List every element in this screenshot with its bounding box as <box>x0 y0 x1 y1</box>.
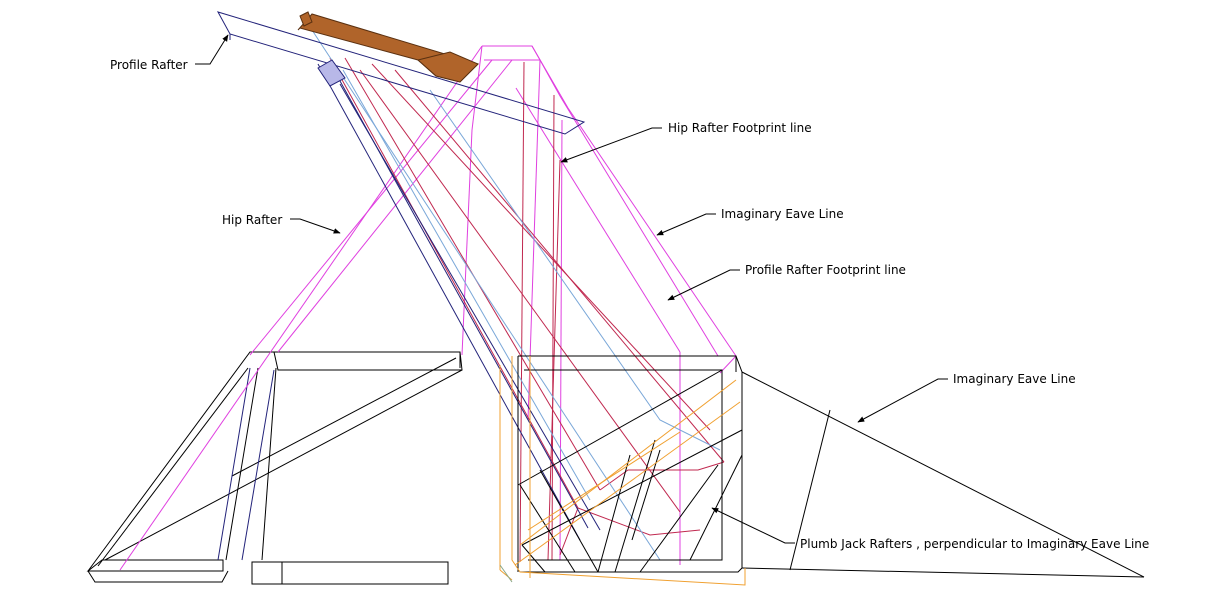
left-wall-frame <box>86 351 463 585</box>
wood-ridge-board <box>297 11 479 83</box>
crimson-lines <box>329 57 725 563</box>
label-profile-rafter-footprint: Profile Rafter Footprint line <box>745 263 906 277</box>
right-box-frame <box>517 355 1145 578</box>
orange-lines <box>499 356 746 586</box>
label-imaginary-eave-lower: Imaginary Eave Line <box>953 372 1076 386</box>
grey-corner-line <box>499 564 513 583</box>
label-profile-rafter: Profile Rafter <box>110 58 188 72</box>
label-imaginary-eave-upper: Imaginary Eave Line <box>721 207 844 221</box>
left-wall-navy <box>217 367 275 561</box>
light-blue-lines <box>311 29 721 561</box>
label-hip-rafter-footprint: Hip Rafter Footprint line <box>668 121 812 135</box>
annotation-leaders <box>195 34 948 544</box>
label-plumb-jack-rafters: Plumb Jack Rafters , perpendicular to Im… <box>800 537 1149 551</box>
label-hip-rafter: Hip Rafter <box>222 213 282 227</box>
hip-rafter-navy <box>317 63 601 541</box>
profile-rafter-outline <box>216 11 586 135</box>
hip-bracket-plate <box>317 59 346 87</box>
